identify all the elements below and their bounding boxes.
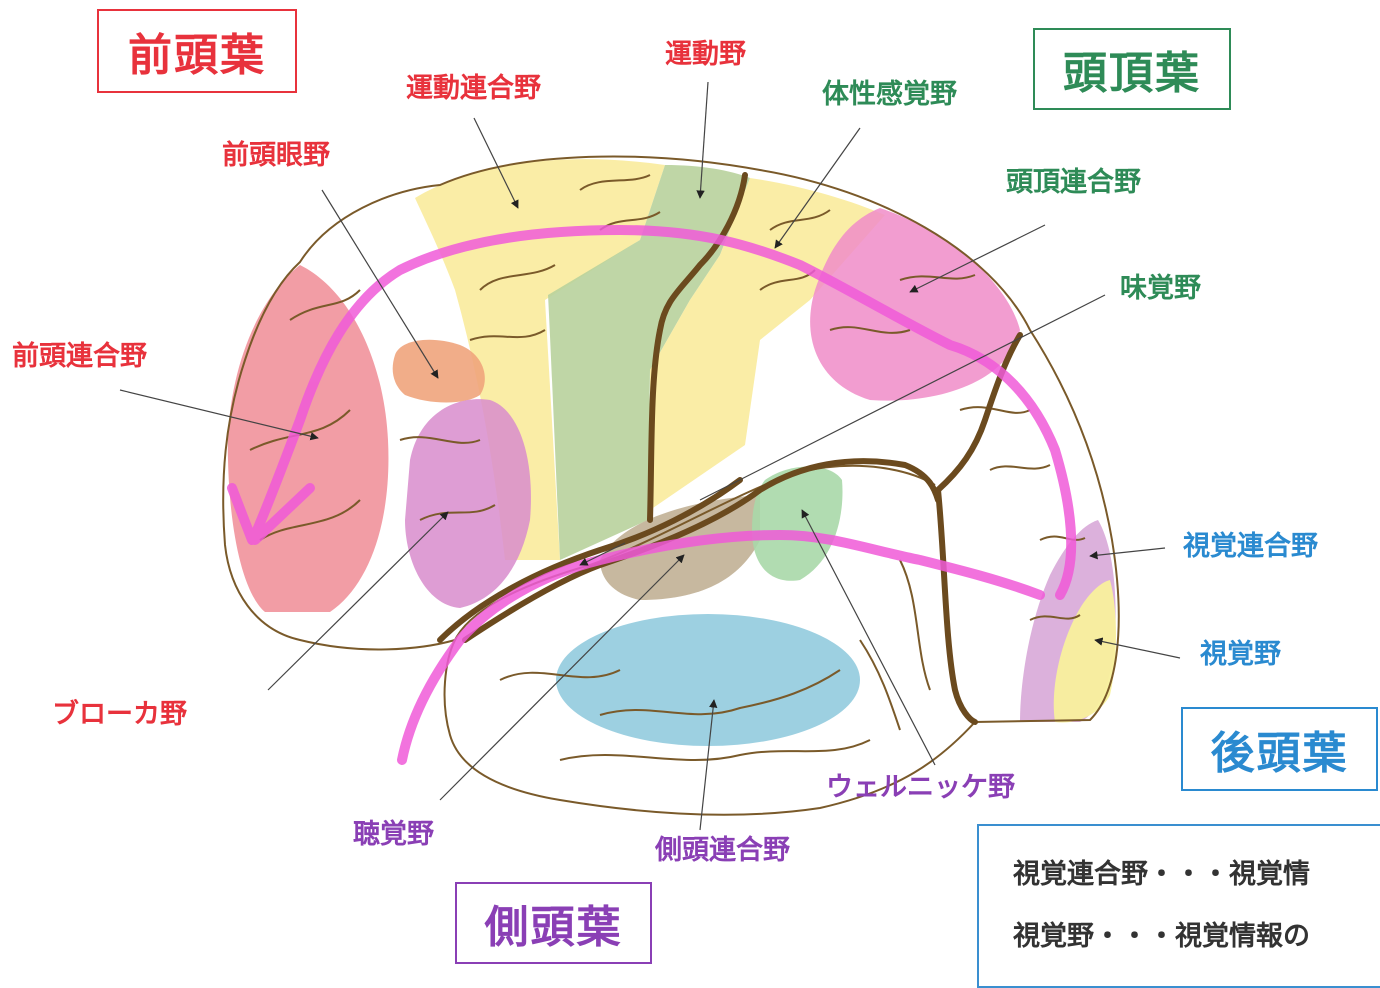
label-frontal-eye-field: 前頭眼野 bbox=[222, 140, 330, 171]
label-broca: ブローカ野 bbox=[52, 699, 187, 730]
dorsal-pathway bbox=[250, 224, 1077, 600]
label-temporal-association: 側頭連合野 bbox=[655, 835, 790, 866]
label-wernicke: ウェルニッケ野 bbox=[826, 772, 1015, 803]
pathways bbox=[227, 224, 1077, 765]
region-frontal-eye-field bbox=[392, 339, 485, 403]
region-motor-association bbox=[415, 159, 665, 560]
parietal-lobe-box: 頭頂葉 bbox=[1033, 28, 1231, 110]
region-visual bbox=[1053, 580, 1116, 723]
label-prefrontal-association: 前頭連合野 bbox=[12, 341, 147, 372]
parietal-lobe-label: 頭頂葉 bbox=[1063, 48, 1201, 99]
major-sulci bbox=[437, 172, 1023, 725]
lateral-sulcus-lower bbox=[437, 477, 743, 643]
label-auditory: 聴覚野 bbox=[353, 819, 434, 850]
region-prefrontal bbox=[227, 265, 389, 612]
label-gustatory: 味覚野 bbox=[1120, 273, 1201, 304]
regions bbox=[227, 159, 1116, 746]
lateral-sulcus bbox=[462, 458, 941, 643]
frontal-lobe-box: 前頭葉 bbox=[97, 9, 297, 93]
occipital-lobe-label: 後頭葉 bbox=[1210, 728, 1349, 779]
label-motor: 運動野 bbox=[665, 39, 746, 70]
temporal-lobe-label: 側頭葉 bbox=[484, 902, 623, 953]
label-somatosensory: 体性感覚野 bbox=[822, 79, 957, 110]
occipital-lobe-box: 後頭葉 bbox=[1181, 707, 1378, 791]
label-parietal-association: 頭頂連合野 bbox=[1006, 167, 1141, 198]
region-somatosensory bbox=[650, 178, 885, 510]
brain-diagram bbox=[119, 81, 1181, 831]
temporal-lobe-box: 側頭葉 bbox=[455, 882, 652, 964]
ventral-pathway bbox=[397, 529, 1045, 765]
region-wernicke bbox=[752, 466, 843, 581]
prefrontal-arrowhead bbox=[227, 483, 315, 545]
label-visual: 視覚野 bbox=[1200, 639, 1281, 670]
legend-row-visual-association: 視覚連合野・・・視覚情 bbox=[1013, 859, 1310, 890]
region-broca bbox=[405, 399, 531, 608]
label-motor-association: 運動連合野 bbox=[406, 73, 541, 104]
frontal-lobe-label: 前頭葉 bbox=[128, 30, 266, 81]
legend-row-visual: 視覚野・・・視覚情報の bbox=[1013, 921, 1310, 952]
region-temporal-association bbox=[556, 614, 860, 746]
leader-lines bbox=[119, 81, 1181, 831]
legend-box: 視覚連合野・・・視覚情 視覚野・・・視覚情報の bbox=[977, 824, 1380, 988]
central-sulcus bbox=[647, 172, 748, 523]
label-visual-association: 視覚連合野 bbox=[1183, 531, 1318, 562]
